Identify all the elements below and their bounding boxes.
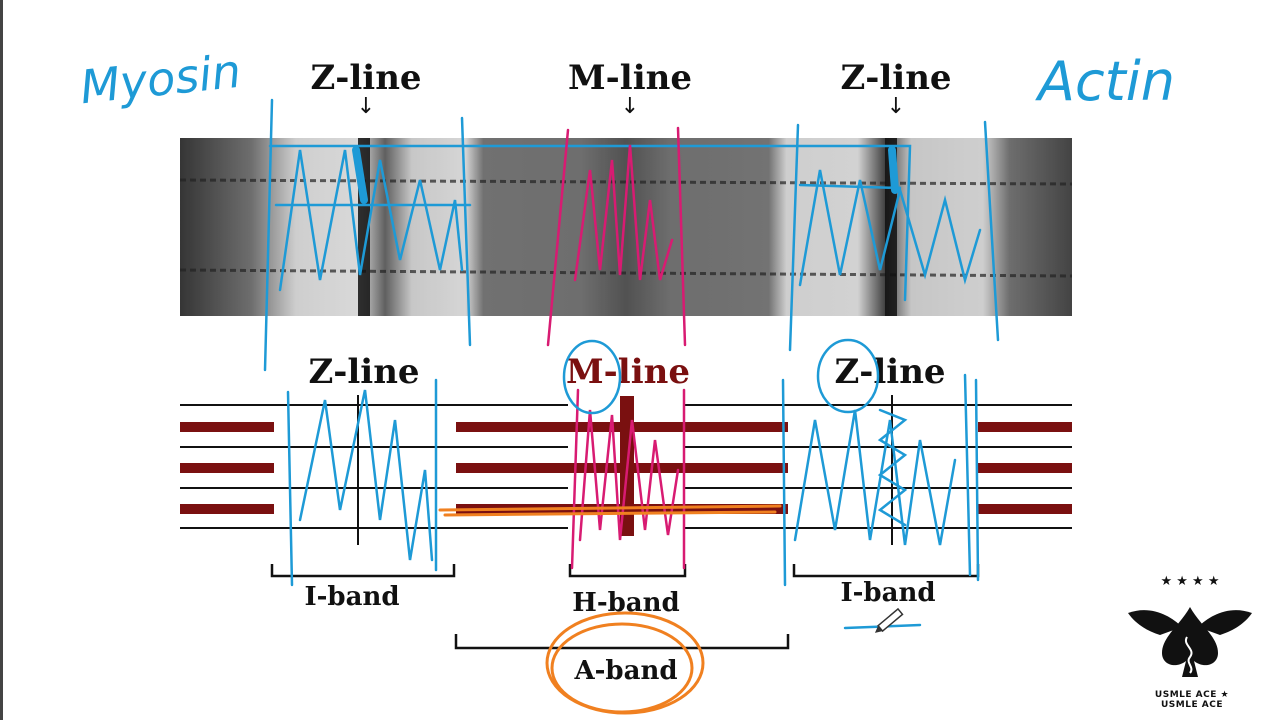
arrow-down-icon: ↓ <box>621 94 639 119</box>
micrograph-z-line <box>885 138 897 316</box>
electron-micrograph <box>180 138 1072 316</box>
i-band-right-label: I-band <box>840 578 935 608</box>
micrograph-z-line-left-label: Z-line <box>310 58 421 98</box>
schematic-z-line-right-label: Z-line <box>834 352 945 392</box>
micrograph-z-line-right-label: Z-line <box>840 58 951 98</box>
thick-filaments <box>180 422 1072 514</box>
pink-annotation <box>548 128 685 568</box>
pen-cursor-icon <box>873 609 903 636</box>
micrograph-fibril-line <box>180 180 1072 184</box>
handwritten-actin: Actin <box>1038 50 1175 113</box>
micrograph-overlay <box>180 138 1072 316</box>
logo-stars: ★ ★ ★ ★ <box>1148 574 1232 589</box>
handwritten-myosin: Myosin <box>78 44 244 115</box>
schematic-z-line-left-label: Z-line <box>308 352 419 392</box>
thick-filament <box>180 463 274 473</box>
spade-wings-icon <box>1128 587 1252 703</box>
thick-filament <box>456 504 788 514</box>
schematic-m-line-label: M-line <box>566 352 690 392</box>
a-band-bracket <box>456 634 788 648</box>
thick-filament <box>180 422 274 432</box>
m-line-bar <box>620 396 634 536</box>
thick-filament <box>978 463 1072 473</box>
i-band-left-label: I-band <box>304 582 399 612</box>
thick-filament <box>978 422 1072 432</box>
logo-ring-text: USMLE ACE ★ USMLE ACE <box>1138 690 1246 710</box>
i-band-bracket-left <box>272 564 454 576</box>
arrow-down-icon: ↓ <box>357 94 375 119</box>
micrograph-fibril-line <box>180 270 1072 276</box>
thick-filament <box>978 504 1072 514</box>
h-band-bracket <box>570 564 685 576</box>
arrow-down-icon: ↓ <box>887 94 905 119</box>
window-edge <box>0 0 3 720</box>
thick-filament <box>456 422 788 432</box>
thin-filaments <box>180 405 1072 528</box>
thick-filament <box>456 463 788 473</box>
i-band-bracket-right <box>794 564 978 576</box>
h-band-label: H-band <box>572 588 679 618</box>
micrograph-z-line <box>358 138 370 316</box>
micrograph-m-line-label: M-line <box>568 58 692 98</box>
thick-filament <box>180 504 274 514</box>
a-band-label: A-band <box>574 656 677 686</box>
blue-annotation-micrograph <box>265 100 998 370</box>
